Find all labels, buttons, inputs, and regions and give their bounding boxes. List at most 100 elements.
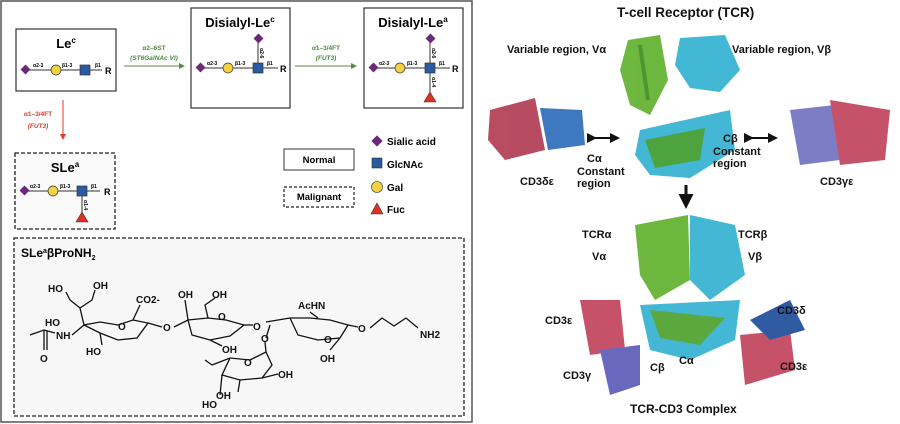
figure-text: α1-4: [430, 77, 436, 88]
figure-text: SLea: [51, 160, 80, 175]
figure-text: Lec: [56, 36, 76, 51]
label-cd3-gamma-epsilon: CD3γε: [820, 176, 854, 188]
figure-text: R: [280, 64, 287, 74]
figure-shape: [638, 44, 650, 101]
figure-shape: [71, 319, 150, 341]
figure-text: β1: [439, 61, 445, 67]
figure-shape: [830, 100, 890, 165]
label-c-beta-text: Cβ: [723, 133, 738, 145]
figure-shape: [99, 332, 103, 346]
figure-shape: [264, 341, 267, 353]
label-tcr-alpha: TCRα: [582, 229, 612, 241]
figure-shape: [65, 291, 71, 301]
tcr-structure-figure: [488, 35, 890, 395]
protein-ribbon-complex-variable: [635, 215, 745, 300]
glcnac-icon: [79, 64, 91, 76]
label-c-beta-bottom: Cβ: [650, 362, 665, 374]
protein-ribbon-tcr-constant: [635, 110, 735, 178]
gal-icon: [50, 64, 62, 76]
figure-shape: [219, 374, 223, 396]
figure-shape: [147, 322, 163, 328]
figure-text: α2-3: [379, 61, 390, 67]
chemical-structure: SLeaβProNH2 HO OH CO2- HO NH: [13, 237, 465, 417]
figure-text: OH: [222, 345, 237, 356]
label-cd3-gamma: CD3γ: [563, 370, 592, 382]
figure-text: O: [118, 322, 126, 333]
figure-shape: [675, 35, 740, 92]
figure-text: (FUT3): [28, 123, 49, 130]
figure-shape: [184, 299, 189, 321]
legend-normal-box: [283, 148, 355, 171]
figure-shape: [190, 7, 291, 109]
figure-text: HO: [48, 284, 63, 295]
figure-text: O: [244, 358, 252, 369]
label-tcr-beta: TCRβ: [738, 229, 768, 241]
complex-title: TCR-CD3 Complex: [630, 402, 737, 416]
figure-text: O: [253, 322, 261, 333]
label-c-beta-constant: Constant: [713, 145, 761, 158]
legend-malignant-box: [283, 186, 355, 208]
figure-text: O: [358, 324, 366, 335]
figure-text: β1-3: [407, 61, 417, 67]
figure-text: CO2-: [136, 295, 160, 306]
figure-shape: [580, 300, 625, 355]
fucose-icon: [370, 202, 384, 215]
figure-text: OH: [178, 290, 193, 301]
figure-text: α1–3/4FT: [312, 45, 340, 52]
figure-shape: [790, 105, 840, 165]
label-c-alpha-bottom: Cα: [679, 355, 694, 367]
figure-text: α1–3/4FT: [24, 111, 52, 118]
figure-shape: [237, 379, 241, 393]
label-v-beta: Vβ: [748, 251, 763, 263]
figure-text: O: [163, 323, 171, 334]
symbol-legend: Sialic acid GlcNAc Gal Fuc: [370, 135, 436, 216]
label-v-alpha: Vα: [592, 251, 607, 263]
figure-text: α2-3: [30, 184, 41, 190]
figure-text: β1: [91, 184, 97, 190]
figure-text: HO: [45, 318, 60, 329]
figure-shape: [265, 324, 271, 339]
figure-text: OH: [278, 370, 293, 381]
label-cd3-epsilon-right: CD3ε: [780, 361, 808, 373]
figure-shape: [252, 62, 264, 74]
protein-ribbon-cd3-gamma-epsilon: [790, 100, 890, 165]
figure-shape: [363, 7, 464, 109]
figure-shape: [645, 128, 705, 168]
figure-text: HO: [86, 347, 101, 358]
tcr-title: T-cell Receptor (TCR): [617, 5, 755, 20]
label-cd3-epsilon-left: CD3ε: [545, 315, 573, 327]
gal-icon: [371, 181, 383, 193]
label-c-beta-region: region: [713, 158, 747, 171]
label-variable-beta: Variable region, Vβ: [732, 44, 832, 56]
figure-shape: [600, 345, 640, 395]
figure-text: α2–6ST: [142, 45, 165, 52]
figure-text: OH: [320, 354, 335, 365]
figure-shape: [369, 317, 419, 329]
figure-shape: [79, 289, 96, 326]
figure-shape: [211, 351, 273, 381]
figure-text: O: [218, 312, 226, 323]
protein-ribbon-complex-constant: [640, 300, 740, 360]
figure-text: Disialyl-Lea: [378, 15, 448, 30]
figure-text: (ST6GalNAc VI): [130, 55, 178, 62]
figure-text: Gal: [387, 183, 403, 194]
figure-shape: [424, 62, 436, 74]
figure-shape: [309, 311, 319, 319]
figure-shape: [488, 98, 545, 160]
figure-text: OH: [93, 281, 108, 292]
figure-text: GlcNAc: [387, 160, 424, 171]
figure-text: β1-3: [60, 184, 70, 190]
figure-text: R: [452, 64, 459, 74]
figure-text: Sialic acid: [387, 137, 436, 148]
figure-text: AcHN: [298, 301, 325, 312]
glycan-disialyl-lec: Disialyl-Lec α2-3 β1-3 β1 R α2-6: [190, 7, 291, 109]
figure-text: Normal: [303, 155, 336, 166]
figure-shape: [204, 297, 216, 319]
figure-shape: [204, 359, 213, 366]
figure-shape: [132, 304, 141, 321]
figure-text: α2-3: [33, 63, 44, 69]
label-c-alpha-region: region: [577, 178, 611, 191]
figure-shape: [650, 310, 725, 345]
figure-shape: [394, 62, 406, 74]
